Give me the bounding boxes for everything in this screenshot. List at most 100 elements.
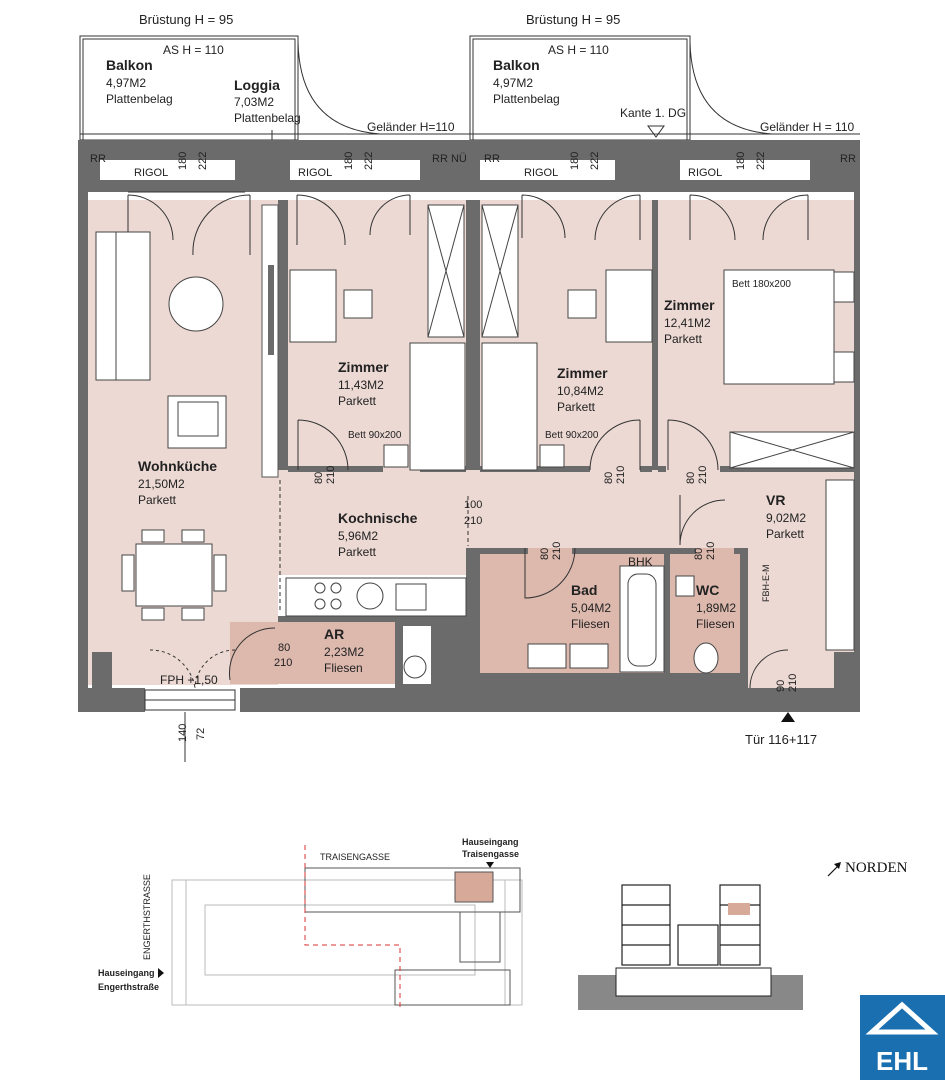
room-name-wc: WC [696, 582, 719, 598]
eingang-engerth-line1: Hauseingang [98, 968, 155, 978]
room-floor-zimmer3: Parkett [664, 332, 703, 346]
dim-210-2: 210 [615, 466, 627, 484]
dim-90: 90 [775, 680, 787, 692]
room-area-balkon-right: 4,97M2 [493, 76, 533, 90]
room-name-zimmer2: Zimmer [557, 365, 608, 381]
eingang-engerth-line2: Engerthstraße [98, 982, 159, 992]
room-name-vr: VR [766, 492, 785, 508]
room-floor-balkon-right: Plattenbelag [493, 92, 560, 106]
rr-label-2: RR NÜ [432, 153, 467, 165]
ehl-logo: EHL [860, 995, 945, 1080]
dim-210-3: 210 [697, 466, 709, 484]
room-area-zimmer1: 11,43M2 [338, 378, 384, 392]
dim-222-1: 222 [197, 152, 209, 170]
dim-140: 140 [177, 724, 189, 742]
engerthstrasse-label: ENGERTHSTRASSE [142, 874, 152, 960]
bruestung-right-label: Brüstung H = 95 [526, 12, 620, 27]
dim-180-2: 180 [343, 152, 355, 170]
rr-label-3: RR [484, 153, 500, 165]
rigol-label-1: RIGOL [134, 167, 168, 179]
dim-222-3: 222 [589, 152, 601, 170]
rigol-label-4: RIGOL [688, 167, 722, 179]
window-doors [127, 191, 809, 762]
dim-180-1: 180 [177, 152, 189, 170]
room-labels: Balkon 4,97M2 Plattenbelag Loggia 7,03M2… [106, 57, 806, 675]
room-area-kochnische: 5,96M2 [338, 529, 378, 543]
dim-210-4: 210 [464, 515, 482, 527]
gelaender-right-label: Geländer H = 110 [760, 120, 854, 134]
dim-210-8: 210 [787, 674, 799, 692]
dim-210-7: 210 [274, 657, 292, 669]
bett-label-2: Bett 90x200 [545, 430, 599, 441]
ehl-logo-text: EHL [876, 1046, 928, 1076]
room-floor-balkon-left: Plattenbelag [106, 92, 173, 106]
room-floor-bad: Fliesen [571, 617, 610, 631]
room-name-zimmer1: Zimmer [338, 359, 389, 375]
dim-80-4: 80 [539, 548, 551, 560]
room-area-wc: 1,89M2 [696, 601, 736, 615]
room-name-wohnkueche: Wohnküche [138, 458, 217, 474]
north-arrow-icon [834, 862, 841, 869]
annotations: Brüstung H = 95 Brüstung H = 95 AS H = 1… [90, 12, 856, 747]
dim-180-3: 180 [569, 152, 581, 170]
room-area-vr: 9,02M2 [766, 511, 806, 525]
entrance-arrow-icon [781, 712, 795, 722]
room-area-wohnkueche: 21,50M2 [138, 477, 185, 491]
fbh-label: FBH-E-M [761, 565, 771, 603]
bett-label-3: Bett 180x200 [732, 279, 791, 290]
room-area-zimmer3: 12,41M2 [664, 316, 711, 330]
dim-180-4: 180 [735, 152, 747, 170]
eingang-traisen-line2: Traisengasse [462, 849, 519, 859]
bhk-label: BHK [628, 555, 653, 569]
dim-222-4: 222 [755, 152, 767, 170]
norden-label: NORDEN [845, 860, 908, 876]
dim-80-2: 80 [603, 472, 615, 484]
rr-label-1: RR [90, 153, 106, 165]
room-name-zimmer3: Zimmer [664, 297, 715, 313]
room-floor-vr: Parkett [766, 527, 805, 541]
dim-210-5: 210 [551, 542, 563, 560]
as-right-label: AS H = 110 [548, 43, 609, 57]
room-name-loggia: Loggia [234, 77, 280, 93]
room-area-bad: 5,04M2 [571, 601, 611, 615]
kante-label: Kante 1. DG [620, 106, 686, 120]
bruestung-left-label: Brüstung H = 95 [139, 12, 233, 27]
dim-222-2: 222 [363, 152, 375, 170]
dim-100: 100 [464, 499, 482, 511]
room-floor-zimmer2: Parkett [557, 400, 596, 414]
room-name-balkon-right: Balkon [493, 57, 540, 73]
dim-80-5: 80 [693, 548, 705, 560]
dim-80-3: 80 [685, 472, 697, 484]
room-floor-zimmer1: Parkett [338, 394, 377, 408]
site-plan: TRAISENGASSE ENGERTHSTRASSE Hauseingang … [98, 837, 523, 1010]
room-name-ar: AR [324, 626, 344, 642]
rigol-label-3: RIGOL [524, 167, 558, 179]
dim-80-6: 80 [278, 642, 290, 654]
room-area-zimmer2: 10,84M2 [557, 384, 604, 398]
room-name-bad: Bad [571, 582, 597, 598]
north-indicator: NORDEN [827, 860, 908, 877]
bett-label-1: Bett 90x200 [348, 430, 402, 441]
dim-210-1: 210 [325, 466, 337, 484]
room-name-kochnische: Kochnische [338, 510, 418, 526]
as-left-label: AS H = 110 [163, 43, 224, 57]
room-area-ar: 2,23M2 [324, 645, 364, 659]
rigol-label-2: RIGOL [298, 167, 332, 179]
furniture [95, 204, 855, 679]
engerth-entrance-arrow-icon [158, 968, 164, 978]
dim-210-6: 210 [705, 542, 717, 560]
room-floor-ar: Fliesen [324, 661, 363, 675]
eingang-traisen-line1: Hauseingang [462, 837, 519, 847]
rr-label-4: RR [840, 153, 856, 165]
fph-label: FPH +1,50 [160, 673, 218, 687]
dim-80-1: 80 [313, 472, 325, 484]
room-floor-wc: Fliesen [696, 617, 735, 631]
dim-72: 72 [195, 728, 207, 740]
room-floor-kochnische: Parkett [338, 545, 377, 559]
gelaender-left-label: Geländer H=110 [367, 120, 455, 134]
room-area-balkon-left: 4,97M2 [106, 76, 146, 90]
room-floor-loggia: Plattenbelag [234, 111, 301, 125]
room-name-balkon-left: Balkon [106, 57, 153, 73]
room-floor-wohnkueche: Parkett [138, 493, 177, 507]
